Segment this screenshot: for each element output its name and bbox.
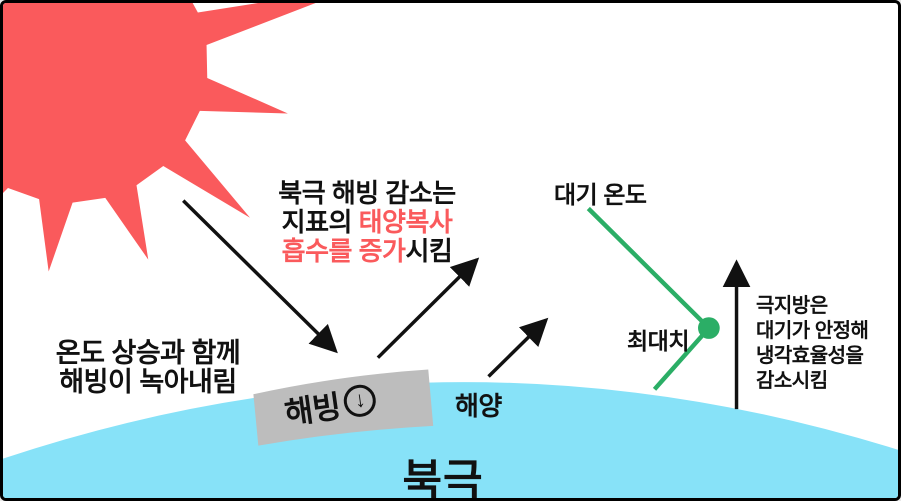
diagram-artwork [3,3,898,498]
absorb-note-line2-black: 지표의 [281,207,359,237]
ocean-heat-arrow [487,317,549,378]
incoming-solar-ray-arrow [182,199,338,354]
ocean-label: 해양 [455,391,502,421]
stability-note: 극지방은 대기가 안정해 냉각효율성을 감소시킴 [756,294,869,394]
sea-ice-band [253,369,434,446]
stability-note-line3: 냉각효율성을 [756,345,864,367]
arctic-label: 북극 [402,457,484,501]
air-temperature-label: 대기 온도 [554,182,647,209]
down-arrow-in-circle-icon: ↓ [341,382,378,419]
absorb-note: 북극 해빙 감소는 지표의 태양복사 흡수를 증가시킴 [265,179,469,266]
melt-note: 온도 상승과 함께 해빙이 녹아내림 [41,339,255,397]
stability-note-line4: 감소시킴 [756,370,828,392]
absorb-note-line3: 흡수를 증가시킴 [265,237,469,266]
absorb-note-line2: 지표의 태양복사 [265,208,469,237]
stability-note-line2: 대기가 안정해 [756,320,869,342]
melt-note-line1: 온도 상승과 함께 [55,338,241,368]
air-temperature-profile-line [586,206,712,391]
absorb-note-line3-red: 흡수를 증가 [281,236,406,266]
temperature-max-point [698,317,720,339]
absorb-note-line1: 북극 해빙 감소는 [278,178,456,208]
absorb-note-line3-black: 시킴 [405,236,453,266]
ocean-shape [3,382,898,498]
sea-ice-label: 해빙 [282,388,343,432]
reflected-ray-arrow [376,257,480,359]
temperature-max-label: 최대치 [627,328,689,354]
sun-icon [3,3,316,272]
melt-note-line2: 해빙이 녹아내림 [59,367,237,397]
down-arrow-glyph: ↓ [352,385,367,412]
absorb-note-line2-red: 태양복사 [358,207,453,237]
stability-note-line1: 극지방은 [756,295,828,317]
